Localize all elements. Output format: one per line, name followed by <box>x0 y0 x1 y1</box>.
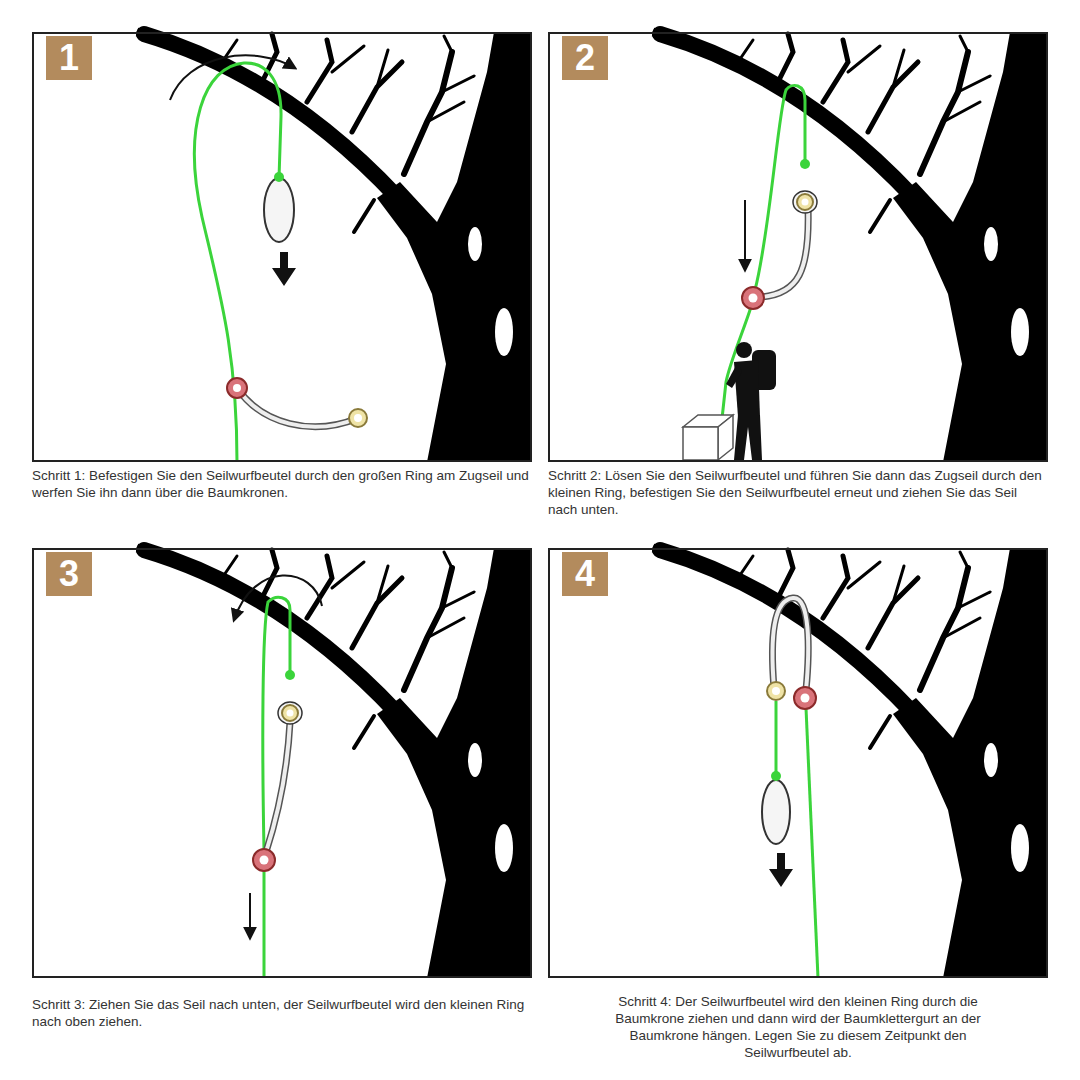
throw-line <box>806 708 818 978</box>
tree-silhouette <box>137 32 532 462</box>
ring-hole <box>802 199 809 206</box>
motion-arrow <box>170 55 295 100</box>
throw-line <box>775 701 778 773</box>
down-arrow <box>769 853 793 887</box>
step-number-badge: 3 <box>46 552 92 596</box>
step-panel: 1Schritt 1: Befestigen Sie den Seilwurfb… <box>32 32 532 501</box>
ring-hole <box>287 710 294 717</box>
large-ring <box>794 687 816 709</box>
step-4-scene <box>653 548 1048 978</box>
large-ring <box>253 849 275 871</box>
ring-hole <box>233 384 241 392</box>
ring-hole <box>801 694 810 703</box>
panel-frame: 1 <box>32 32 532 462</box>
throw-bag <box>278 702 302 724</box>
step-panel: 2Schritt 2: Lösen Sie den Seilwurfbeutel… <box>548 32 1048 518</box>
throw-bag <box>762 780 790 844</box>
tree-silhouette <box>137 548 532 978</box>
sling <box>772 598 808 690</box>
tree-silhouette <box>653 548 1048 978</box>
step-caption: Schritt 1: Befestigen Sie den Seilwurfbe… <box>32 467 532 501</box>
throw-line <box>263 597 290 978</box>
panel-frame: 3 <box>32 548 532 978</box>
step-caption: Schritt 2: Lösen Sie den Seilwurfbeutel … <box>548 467 1048 518</box>
ring-hole <box>354 414 362 422</box>
small-ring <box>349 409 367 427</box>
small-ring <box>797 194 813 210</box>
step-number: 4 <box>575 554 595 594</box>
throw-line <box>720 85 805 437</box>
step-1-scene <box>137 32 532 462</box>
step-caption: Schritt 4: Der Seilwurfbeutel wird den k… <box>598 993 998 1061</box>
pull-arrow <box>744 200 746 270</box>
step-panel: 3Schritt 3: Ziehen Sie das Seil nach unt… <box>32 548 532 1030</box>
step-panel: 4Schritt 4: Der Seilwurfbeutel wird den … <box>548 548 1048 1061</box>
ring-hole <box>772 687 780 695</box>
step-number: 2 <box>575 38 595 78</box>
step-number-badge: 2 <box>562 36 608 80</box>
sling-outline <box>266 722 290 852</box>
tree-silhouette <box>653 32 1048 462</box>
step-number-badge: 1 <box>46 36 92 80</box>
large-ring <box>227 378 247 398</box>
sling <box>237 388 358 427</box>
motion-arrow <box>234 575 322 620</box>
small-ring <box>767 682 785 700</box>
step-number: 1 <box>59 38 79 78</box>
throw-bag <box>264 178 294 242</box>
sling <box>266 722 290 852</box>
panel-frame: 4 <box>548 548 1048 978</box>
ring-hole <box>749 294 758 303</box>
large-ring <box>742 287 764 309</box>
box <box>683 415 733 460</box>
step-number: 3 <box>59 554 79 594</box>
knot-dot <box>274 172 284 182</box>
panel-frame: 2 <box>548 32 1048 462</box>
knot-dot <box>285 670 295 680</box>
knot-dot <box>771 771 781 781</box>
throw-bag <box>793 191 817 213</box>
knot-dot <box>800 159 810 169</box>
down-arrow <box>272 252 296 286</box>
pull-arrow <box>249 893 251 938</box>
sling-outline <box>237 388 358 427</box>
throw-line <box>194 63 281 462</box>
ring-hole <box>260 856 269 865</box>
step-caption: Schritt 3: Ziehen Sie das Seil nach unte… <box>32 996 532 1030</box>
step-2-scene <box>653 32 1048 462</box>
step-3-scene <box>137 548 532 978</box>
sling <box>761 207 808 297</box>
step-number-badge: 4 <box>562 552 608 596</box>
small-ring <box>282 705 298 721</box>
sling-outline <box>772 598 808 690</box>
sling-outline <box>761 207 808 297</box>
